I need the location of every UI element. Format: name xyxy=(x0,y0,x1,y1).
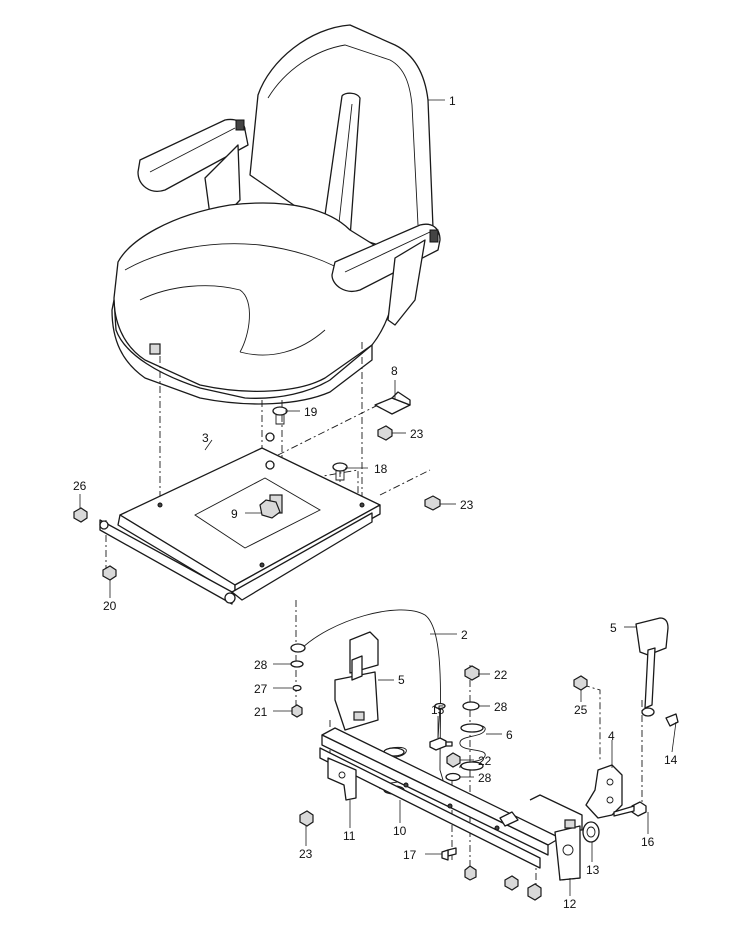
leader-lines xyxy=(79,99,677,896)
callout-2: 2 xyxy=(461,628,468,642)
bracket-4 xyxy=(585,764,623,819)
callout-11: 11 xyxy=(343,829,356,843)
callout-16: 16 xyxy=(641,835,655,849)
callout-18: 18 xyxy=(374,462,388,476)
callout-10: 10 xyxy=(393,824,407,838)
seat-base-plate xyxy=(99,432,381,605)
callout-22-mid: 22 xyxy=(478,754,492,768)
callout-28-mid: 28 xyxy=(478,771,492,785)
bracket-12 xyxy=(504,794,583,901)
callout-4: 4 xyxy=(608,729,615,743)
callout-5-switch: 5 xyxy=(398,673,405,687)
lower-left-hardware xyxy=(290,660,304,718)
callout-28-left: 28 xyxy=(254,658,268,672)
bolts xyxy=(259,499,679,881)
callout-12: 12 xyxy=(563,897,577,911)
callout-22-top: 22 xyxy=(494,668,508,682)
callout-5-lever: 5 xyxy=(610,621,617,635)
callout-23-right: 23 xyxy=(460,498,474,512)
mounting-rail xyxy=(319,727,561,869)
callout-15: 15 xyxy=(431,703,445,717)
callout-3: 3 xyxy=(202,431,209,445)
callout-19: 19 xyxy=(304,405,318,419)
callout-26: 26 xyxy=(73,479,87,493)
callout-23-upper: 23 xyxy=(410,427,424,441)
upper-hardware xyxy=(73,391,441,581)
callout-9: 9 xyxy=(231,507,238,521)
callout-28-top: 28 xyxy=(494,700,508,714)
bushing-13 xyxy=(582,821,600,843)
lever-handle xyxy=(635,617,669,717)
callout-21: 21 xyxy=(254,705,268,719)
callout-6: 6 xyxy=(506,728,513,742)
callout-14: 14 xyxy=(664,753,678,767)
callout-20: 20 xyxy=(103,599,117,613)
callout-27: 27 xyxy=(254,682,268,696)
callouts: 1 2 3 4 5 5 6 8 9 10 11 12 13 14 15 16 1… xyxy=(73,94,678,911)
callout-8: 8 xyxy=(391,364,398,378)
callout-1: 1 xyxy=(449,94,456,108)
seat-assembly xyxy=(111,24,441,405)
callout-23-lower: 23 xyxy=(299,847,313,861)
seat-switch xyxy=(334,631,379,731)
callout-25: 25 xyxy=(574,703,588,717)
callout-17: 17 xyxy=(403,848,417,862)
callout-13: 13 xyxy=(586,863,600,877)
